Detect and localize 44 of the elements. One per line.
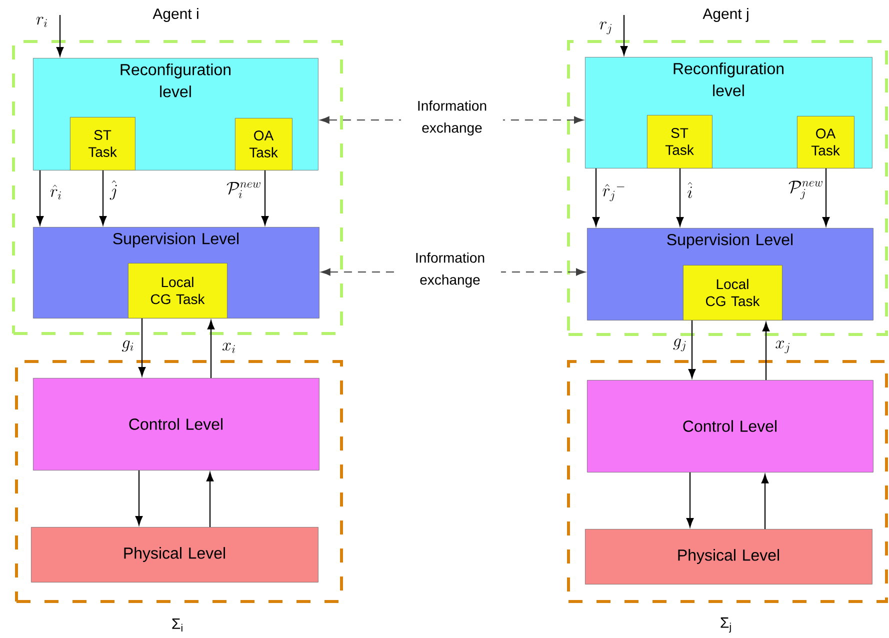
arrow [56,15,64,56]
level-box: Control Level [587,380,874,472]
arrow [206,472,214,527]
node-label: Σ$_{j}$ [720,617,731,633]
arrow [207,320,215,378]
task-box: OA Task [797,116,854,168]
node-label: Agent j [702,8,748,22]
node-label: Agent i [152,8,198,22]
arrow [761,474,769,529]
edge-label: $r_i$ [36,16,47,28]
arrow [762,322,770,380]
task-box: ST Task [647,115,712,168]
level-box: Control Level [33,378,320,470]
arrow [620,15,628,56]
edge-label: $\hat{r}_i$ [50,184,61,200]
task-box: Local CG Task [683,265,782,320]
arrow [138,318,146,376]
arrow [36,170,44,226]
arrow [99,170,107,226]
edge-label: $\hat{r}_j{}^{-}$ [602,184,624,202]
arrow [261,170,269,226]
level-box: Physical Level [31,527,318,582]
arrow [676,168,684,226]
edge-label: $r_j$ [600,22,612,34]
arrow [688,320,696,378]
level-box: Physical Level [585,529,872,584]
edge-label: $\hat{i}$ [688,182,692,198]
edge-label: Information exchange [401,99,503,137]
edge-label: $x_i$ [222,342,235,354]
edge-label: $\mathcal{P}_i^{new}$ [226,182,260,198]
task-box: Local CG Task [128,263,228,318]
task-box: OA Task [235,118,292,170]
edge-label: Information exchange [399,251,501,289]
edge-label: $x_j$ [776,340,790,354]
edge-label: $g_j$ [673,338,686,352]
arrow [592,168,600,226]
edge-label: $\hat{j}$ [110,180,117,200]
arrow [822,168,830,226]
arrow [686,472,694,528]
edge-label: $g_i$ [122,340,134,352]
node-label: Σ$_{i}$ [172,618,182,632]
task-box: ST Task [70,117,136,170]
edge-label: $\mathcal{P}_j^{new}$ [788,180,822,200]
arrow [135,470,143,526]
